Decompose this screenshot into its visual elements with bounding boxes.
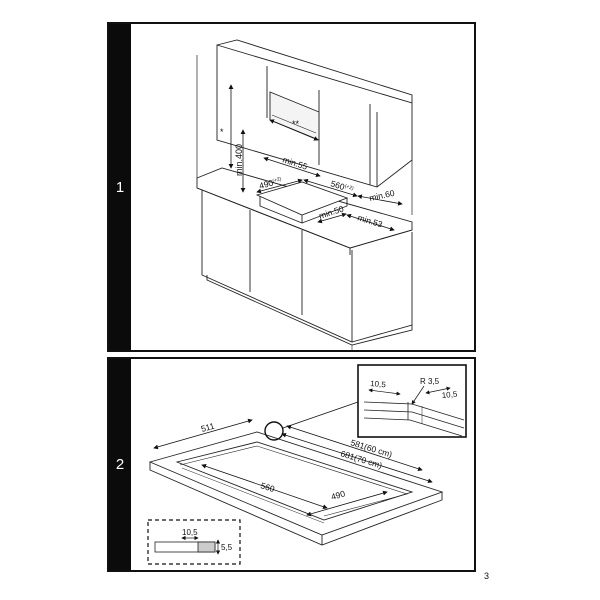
dim-min55 — [263, 156, 321, 178]
figure-2-drawing: 511 581(60 cm) 681(70 cm) 560 490 — [131, 359, 474, 570]
figure-1-panel: 1 — [107, 22, 476, 352]
figure-2-number: 2 — [109, 359, 131, 570]
dim-490 — [306, 490, 388, 517]
dim-min50 — [317, 212, 347, 224]
dim-double-asterisk — [269, 119, 319, 141]
dim-490 — [256, 178, 303, 194]
section-detail: 10,5 5,5 — [147, 519, 241, 565]
dim-560 — [303, 178, 358, 198]
detail-box: 10,5 R 3,5 10,5 — [357, 364, 467, 438]
label-560: 560(+2) — [329, 178, 354, 194]
dim-511 — [153, 418, 253, 450]
page-number: 3 — [484, 571, 490, 581]
figure-1-number: 1 — [109, 24, 131, 350]
label-detail-10-5-right: 10,5 — [441, 390, 458, 400]
upper-cabinets — [216, 39, 413, 188]
detail-leader — [282, 401, 359, 429]
figure-1-drawing: * ** min.400 min.55 490(+2) 560(+2) min.… — [131, 24, 474, 350]
label-asterisk: * — [220, 127, 224, 137]
label-560: 560 — [259, 480, 276, 494]
label-490: 490 — [330, 488, 347, 502]
detail-circle — [264, 421, 284, 441]
kitchen-installation-diagram: * ** min.400 min.55 490(+2) 560(+2) min.… — [196, 39, 413, 350]
label-double-asterisk: ** — [292, 119, 300, 129]
dim-min60 — [357, 194, 403, 206]
cutout-dimension-diagram: 511 581(60 cm) 681(70 cm) 560 490 — [147, 364, 467, 565]
figure-2-panel: 2 — [107, 357, 476, 572]
dim-560 — [201, 464, 328, 509]
label-detail-10-5-left: 10,5 — [370, 379, 387, 389]
label-section-10-5: 10,5 — [182, 528, 198, 537]
label-section-5-5: 5,5 — [221, 543, 233, 552]
dim-min53 — [346, 213, 395, 232]
label-511: 511 — [200, 420, 216, 433]
dim-681 — [281, 432, 433, 484]
base-cabinets — [201, 190, 413, 350]
label-detail-r3-5: R 3,5 — [420, 377, 440, 386]
label-min400: min.400 — [234, 144, 244, 176]
label-490: 490(+2) — [258, 175, 283, 191]
